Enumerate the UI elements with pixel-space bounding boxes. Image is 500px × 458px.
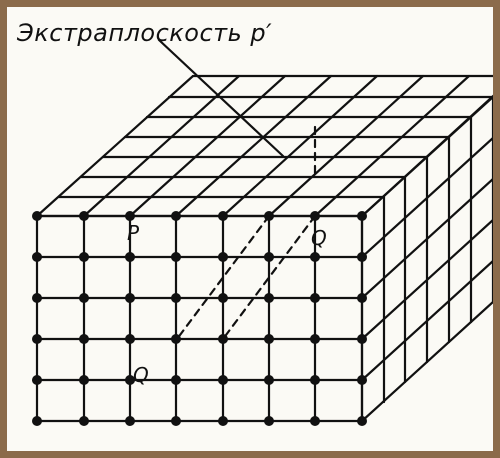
label-p: P (127, 221, 140, 245)
label-q-top: Q (311, 226, 327, 250)
caption-pointer (157, 38, 285, 158)
cubic-lattice-diagram (32, 38, 493, 426)
right-face-grid (360, 95, 493, 423)
extraplane-caption-text: Экстраплоскость (17, 19, 243, 47)
extraplane-caption: Экстраплоскость p′ (17, 21, 272, 45)
front-face-grid (35, 214, 364, 423)
top-face-grid (35, 74, 493, 218)
diagram-paper: Экстраплоскость p′ P Q Q (7, 7, 493, 451)
label-q-bottom: Q (133, 363, 149, 387)
extra-half-plane (175, 125, 317, 341)
extraplane-caption-symbol: p′ (250, 19, 273, 47)
lattice-nodes (32, 211, 367, 426)
